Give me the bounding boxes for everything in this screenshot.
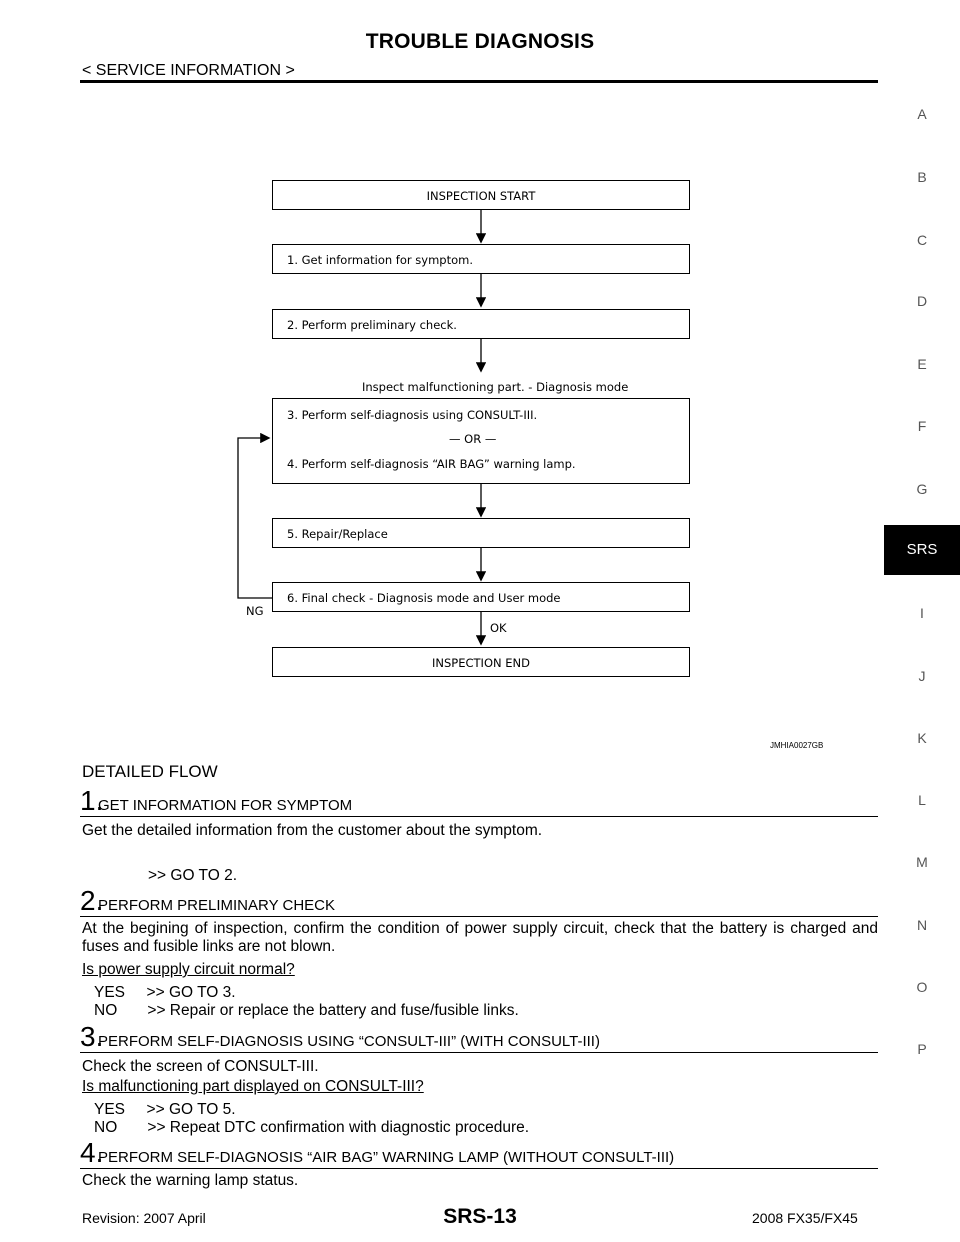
step-1-text: Get the detailed information from the cu… <box>82 822 543 839</box>
section-label: < SERVICE INFORMATION > <box>82 62 295 79</box>
tab-j[interactable]: J <box>918 668 926 684</box>
flow-end-box: INSPECTION END <box>272 647 690 677</box>
step-3-yes: YES >> GO TO 5. <box>94 1101 236 1118</box>
header-rule <box>80 80 878 83</box>
tab-c[interactable]: C <box>916 232 928 248</box>
arrow-ng-loop <box>237 432 272 599</box>
step-3-no: NO >> Repeat DTC confirmation with diagn… <box>94 1119 530 1136</box>
step-title: PERFORM PRELIMINARY CHECK <box>98 897 335 914</box>
flow-step4-label: 4. Perform self-diagnosis “AIR BAG” warn… <box>287 457 576 471</box>
page-title: TROUBLE DIAGNOSIS <box>365 30 595 53</box>
tab-i[interactable]: I <box>920 605 924 621</box>
flow-start-label: INSPECTION START <box>426 189 536 203</box>
step-2-yes: YES >> GO TO 3. <box>94 984 236 1001</box>
flow-step6-box: 6. Final check - Diagnosis mode and User… <box>272 582 690 612</box>
flow-step1-label: 1. Get information for symptom. <box>287 253 473 267</box>
tab-a[interactable]: A <box>917 106 927 122</box>
flow-step6-label: 6. Final check - Diagnosis mode and User… <box>287 591 561 605</box>
tab-l[interactable]: L <box>918 792 926 808</box>
tab-f[interactable]: F <box>917 418 927 434</box>
step-4-heading: 4. PERFORM SELF-DIAGNOSIS “AIR BAG” WARN… <box>80 1138 878 1169</box>
step-number: 1. <box>80 785 104 816</box>
step-title: GET INFORMATION FOR SYMPTOM <box>98 797 353 814</box>
tab-o[interactable]: O <box>916 979 928 995</box>
step-title: PERFORM SELF-DIAGNOSIS “AIR BAG” WARNING… <box>98 1149 675 1166</box>
flow-start-box: INSPECTION START <box>272 180 690 210</box>
detailed-flow-heading: DETAILED FLOW <box>82 762 218 781</box>
footer-model: 2008 FX35/FX45 <box>752 1210 858 1226</box>
tab-m[interactable]: M <box>916 854 928 870</box>
step-3-heading: 3. PERFORM SELF-DIAGNOSIS USING “CONSULT… <box>80 1022 878 1053</box>
tab-k[interactable]: K <box>917 730 927 746</box>
step-3-question: Is malfunctioning part displayed on CONS… <box>82 1078 424 1095</box>
step-number: 4. <box>80 1137 104 1168</box>
footer-page-number: SRS-13 <box>443 1205 517 1228</box>
tab-e[interactable]: E <box>917 356 927 372</box>
flow-step5-box: 5. Repair/Replace <box>272 518 690 548</box>
tab-n[interactable]: N <box>916 917 928 933</box>
step-2-no: NO >> Repair or replace the battery and … <box>94 1002 519 1019</box>
flow-step1-box: 1. Get information for symptom. <box>272 244 690 274</box>
tab-g[interactable]: G <box>916 481 928 497</box>
step-2-heading: 2. PERFORM PRELIMINARY CHECK <box>80 886 878 917</box>
flow-step3-label: 3. Perform self-diagnosis using CONSULT-… <box>287 408 538 422</box>
flowchart-connectors <box>237 210 487 646</box>
step-number: 3. <box>80 1021 104 1052</box>
figure-code: JMHIA0027GB <box>770 741 824 750</box>
step-2-question: Is power supply circuit normal? <box>82 961 295 978</box>
flow-step2-label: 2. Perform preliminary check. <box>287 318 457 332</box>
flow-or-label: — OR — <box>449 432 497 446</box>
flow-ok-label: OK <box>490 621 507 635</box>
flow-step3-4-box: 3. Perform self-diagnosis using CONSULT-… <box>272 398 690 484</box>
tab-srs[interactable]: SRS <box>884 525 960 575</box>
step-2-text: At the begining of inspection, confirm t… <box>82 920 878 955</box>
step-1-heading: 1. GET INFORMATION FOR SYMPTOM <box>80 786 878 817</box>
flow-ng-label: NG <box>246 604 264 618</box>
step-title: PERFORM SELF-DIAGNOSIS USING “CONSULT-II… <box>98 1033 600 1050</box>
flow-end-label: INSPECTION END <box>432 656 530 670</box>
step-4-text: Check the warning lamp status. <box>82 1172 299 1189</box>
tab-b[interactable]: B <box>917 169 927 185</box>
tab-d[interactable]: D <box>916 293 928 309</box>
flow-mode-label: Inspect malfunctioning part. - Diagnosis… <box>362 380 629 394</box>
step-1-goto: >> GO TO 2. <box>148 867 238 884</box>
footer-revision: Revision: 2007 April <box>82 1210 206 1226</box>
flow-step5-label: 5. Repair/Replace <box>287 527 388 541</box>
step-3-text: Check the screen of CONSULT-III. <box>82 1058 319 1075</box>
step-number: 2. <box>80 885 104 916</box>
flow-step2-box: 2. Perform preliminary check. <box>272 309 690 339</box>
tab-p[interactable]: P <box>917 1041 927 1057</box>
